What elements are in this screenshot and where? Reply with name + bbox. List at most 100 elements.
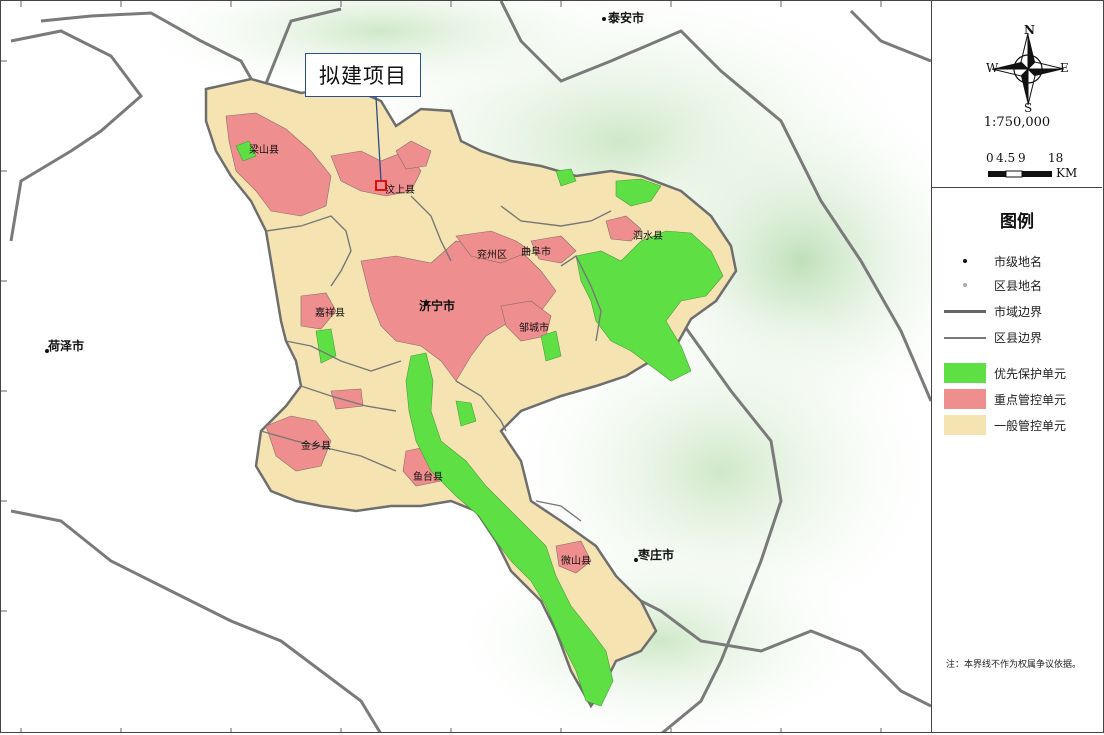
green-zone (235, 140, 257, 162)
project-callout[interactable]: 拟建项目 (305, 53, 421, 97)
legend-dot-black-icon (944, 251, 986, 271)
legend-item-city-boundary: 市域边界 (944, 301, 1042, 321)
green-zone (555, 168, 577, 187)
legend-item-general-control: 一般管控单元 (944, 415, 1066, 435)
callout-text: 拟建项目 (319, 64, 407, 88)
county-boundary-line (500, 205, 612, 227)
legend-line-thin-icon (944, 327, 986, 347)
compass-s: S (1024, 101, 1033, 115)
city-label-jining[interactable]: 济宁市 (419, 299, 456, 313)
scale-unit: KM (1056, 166, 1078, 180)
legend-swatch-pink (944, 389, 986, 409)
county-boundary-line (300, 385, 397, 412)
legend-swatch-beige (944, 415, 986, 435)
lake-protection-zone (405, 352, 614, 707)
region-key-control (225, 112, 642, 574)
compass-block: N S W E 1:750,000 0 4.5 9 18 KM (932, 1, 1102, 188)
city-dot (634, 558, 638, 562)
legend-item-county-name: 区县地名 (944, 275, 1042, 295)
legend-note: 注：本界线不作为权属争议依据。 (946, 660, 1082, 670)
county-label-yutai[interactable]: 鱼台县 (413, 472, 443, 483)
map-canvas[interactable] (1, 1, 932, 733)
key-zone (605, 215, 642, 242)
scale-tick: 4.5 (996, 151, 1016, 165)
legend-item-county-boundary: 区县边界 (944, 327, 1042, 347)
key-zone (530, 235, 577, 264)
scale-ratio: 1:750,000 (983, 115, 1051, 130)
city-dot (424, 302, 428, 306)
map-frame[interactable]: 拟建项目 泰安市 荷泽市 济宁市 枣庄市 梁山县 汶上县 泗水县 曲阜市 嘉祥县… (0, 0, 932, 733)
legend-label: 优先保护单元 (994, 366, 1067, 381)
city-boundary-line (10, 509, 382, 732)
green-zone (540, 330, 562, 362)
county-boundary-line (410, 195, 452, 262)
city-label-heze[interactable]: 荷泽市 (48, 339, 85, 353)
key-zone (555, 540, 592, 574)
city-boundary-line (849, 9, 931, 63)
county-label-zoucheng[interactable]: 邹城市 (519, 323, 549, 334)
key-zone (330, 388, 364, 410)
green-zone (455, 400, 477, 427)
city-boundary-line (499, 1, 863, 262)
city-boundary-line (40, 7, 342, 100)
key-zone (225, 112, 332, 217)
legend-label: 市级地名 (994, 254, 1043, 269)
scale-tick: 0 (986, 151, 994, 165)
compass-n: N (1024, 23, 1035, 37)
county-boundary-line (560, 254, 602, 342)
key-zone (265, 415, 332, 472)
scale-tick: 9 (1018, 151, 1026, 165)
county-boundary-line (285, 340, 402, 372)
city-boundary-line (9, 29, 144, 242)
key-zone (455, 230, 532, 264)
legend-dot-grey-icon (944, 275, 986, 295)
city-boundary-line (661, 320, 783, 732)
city-dot (45, 349, 49, 353)
county-label-liangshan[interactable]: 梁山县 (249, 145, 279, 156)
legend-title: 图例 (1000, 212, 1034, 232)
city-boundaries (9, 1, 931, 732)
city-label-taian[interactable]: 泰安市 (608, 11, 645, 25)
county-boundary-line (535, 500, 582, 522)
county-label-sishui[interactable]: 泗水县 (633, 231, 663, 242)
key-zone (300, 292, 337, 330)
compass-e: E (1060, 61, 1069, 75)
scale-bar (988, 170, 1052, 178)
key-zone (395, 140, 432, 170)
graticule-ticks (1, 1, 882, 732)
legend-item-priority-protection: 优先保护单元 (944, 363, 1066, 383)
county-boundary-line (455, 380, 507, 432)
county-boundaries (260, 195, 612, 522)
county-boundary-line (265, 215, 352, 287)
legend-label: 市域边界 (994, 304, 1043, 319)
legend-label: 一般管控单元 (994, 418, 1067, 433)
region-priority-protection (235, 140, 724, 707)
county-label-weishan[interactable]: 微山县 (561, 556, 591, 567)
county-label-qufu[interactable]: 曲阜市 (521, 247, 551, 258)
legend-label: 区县边界 (994, 330, 1043, 345)
legend-label: 重点管控单元 (994, 392, 1067, 407)
callout-leader (375, 96, 382, 182)
county-label-jiaxiang[interactable]: 嘉祥县 (315, 308, 345, 319)
mountain-protection-zone (575, 230, 724, 382)
legend-label: 区县地名 (994, 278, 1043, 293)
city-boundary-line (859, 260, 931, 402)
legend-item-city-name: 市级地名 (944, 251, 1042, 271)
green-zone (615, 178, 662, 207)
legend-panel: N S W E 1:750,000 0 4.5 9 18 KM 图例 市级地名 … (932, 0, 1104, 733)
legend-item-key-control: 重点管控单元 (944, 389, 1066, 409)
compass-rose-icon (991, 32, 1065, 106)
county-label-wenshang[interactable]: 汶上县 (385, 185, 415, 196)
green-zone (315, 328, 337, 364)
scale-tick: 18 (1048, 151, 1064, 165)
key-zone (330, 150, 422, 197)
city-dot (602, 17, 606, 21)
legend-line-thick-icon (944, 301, 986, 321)
compass-w: W (986, 61, 999, 75)
county-label-jinxiang[interactable]: 金乡县 (301, 441, 331, 452)
project-site-marker[interactable] (375, 180, 387, 191)
city-boundary-line (620, 589, 931, 708)
county-label-yanzhou[interactable]: 兖州区 (477, 250, 507, 261)
city-label-zaozhuang[interactable]: 枣庄市 (638, 548, 675, 562)
county-boundary-line (260, 430, 397, 472)
